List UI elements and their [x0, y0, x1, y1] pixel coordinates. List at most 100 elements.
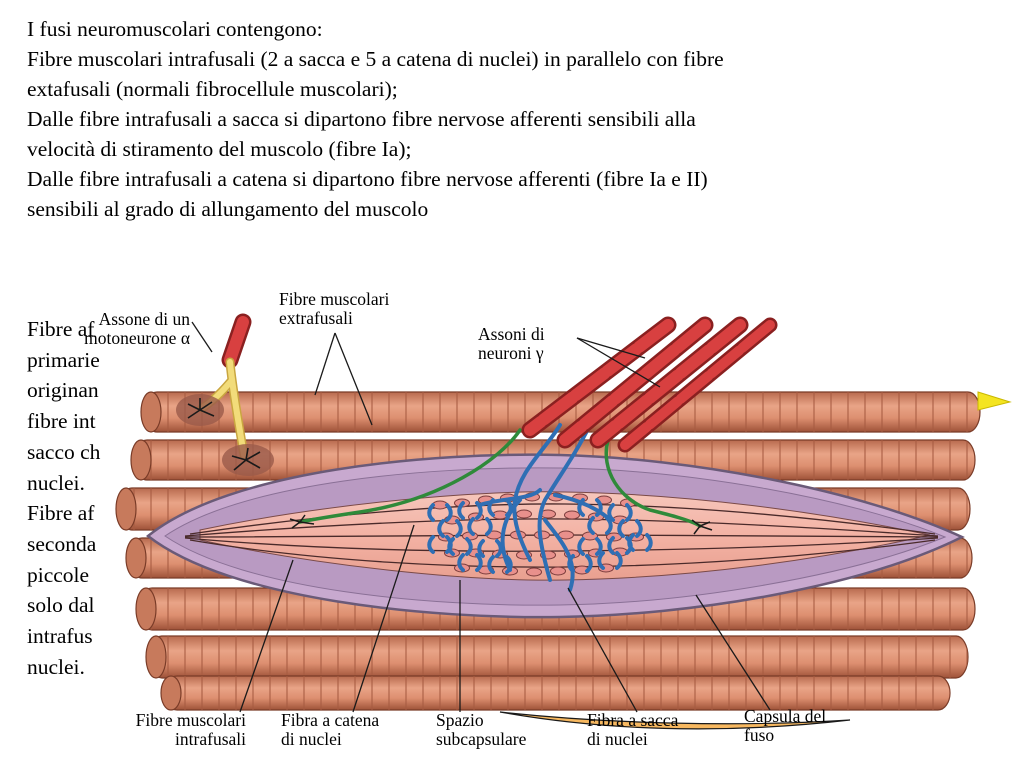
side-line-6: nuclei.	[27, 470, 85, 495]
spray-ending-right	[691, 519, 713, 535]
label-capsule-line-1: Capsula del	[744, 706, 827, 726]
coil-ending-8-b	[605, 516, 613, 535]
coil-ending-14-b	[475, 553, 483, 572]
spray-endings	[289, 514, 713, 535]
side-line-10: solo dal	[27, 593, 95, 618]
label-capsule-line-2: fuso	[744, 725, 775, 745]
side-line-8: seconda	[27, 531, 97, 556]
side-line-3: originan	[27, 378, 99, 403]
intro-line-6: Dalle fibre intrafusali a catena si dipa…	[27, 167, 708, 191]
coil-ending-15	[487, 555, 495, 574]
gamma-axon-1-fill	[524, 319, 674, 436]
label-chain-fiber-line-2: di nuclei	[281, 729, 342, 749]
muscle-fiber-end	[160, 675, 182, 711]
leader-capsule	[695, 594, 771, 711]
coil-ending-8	[587, 516, 595, 535]
label-bag-fiber-line-1: Fibra a sacca	[587, 710, 679, 730]
coil-ending-10-b	[465, 537, 473, 556]
intro-line-5: velocità di stiramento del muscolo (fibr…	[27, 137, 412, 161]
coil-ending-18-b	[445, 535, 453, 554]
label-gamma-axons-line-2: neuroni γ	[478, 343, 544, 363]
label-chain-fiber-line-1: Fibra a catena	[281, 710, 380, 730]
label-extrafusal: Fibre muscolari extrafusali	[279, 290, 389, 328]
coil-ending-17-b	[615, 551, 623, 570]
gamma-axon-2-fill	[559, 319, 711, 446]
label-capsule: Capsula del fuso	[744, 707, 826, 745]
coil-ending-5-b	[625, 503, 633, 522]
coil-ending-19	[627, 533, 635, 552]
coil-ending-16	[567, 554, 575, 573]
endplate-terminal-1	[187, 398, 215, 419]
alpha-motor-axon	[176, 313, 274, 476]
leader-gamma-2	[576, 337, 661, 388]
alpha-axon-sheath-fill	[224, 316, 249, 366]
side-line-12: nuclei.	[27, 654, 85, 679]
gamma-axon-3-fill	[592, 319, 746, 446]
label-intrafusal-line-1: Fibre muscolari	[135, 710, 246, 730]
muscle-fiber-row-7	[160, 675, 951, 711]
intro-line-2: Fibre muscolari intrafusali (2 a sacca e…	[27, 47, 724, 71]
coil-ending-14	[457, 553, 465, 572]
muscle-fiber-row-6	[145, 635, 969, 679]
muscle-fiber-end	[115, 487, 137, 531]
side-line-2: primarie	[27, 347, 100, 372]
nucleus-13	[516, 509, 532, 519]
muscle-fiber-striations	[150, 636, 968, 678]
label-subcapsular-line-2: subcapsulare	[436, 729, 527, 749]
intro-line-7: sensibili al grado di allungamento del m…	[27, 197, 429, 221]
muscle-fiber-end	[145, 635, 167, 679]
coil-ending-6	[437, 519, 445, 538]
label-alpha-axon-line-1: Assone di un	[98, 309, 190, 329]
intrafusal-fiber-line-2	[184, 518, 939, 537]
label-gamma-axons: Assoni di neuroni γ	[478, 325, 545, 363]
afferent-fiber-blue-3	[478, 488, 542, 507]
leader-extrafusal-2	[334, 332, 373, 426]
intrafusal-fiber-line-5	[189, 539, 936, 568]
coil-ending-11-b	[495, 539, 503, 558]
coil-ending-3	[487, 498, 495, 517]
muscle-fiber-end	[130, 439, 152, 481]
coil-ending-7-b	[485, 517, 493, 536]
coil-ending-1-b	[445, 503, 453, 522]
coil-ending-3-b	[505, 498, 513, 517]
label-bag-fiber-line-2: di nuclei	[587, 729, 648, 749]
label-bag-fiber: Fibra a sacca di nuclei	[587, 711, 678, 749]
coil-ending-9	[617, 519, 625, 538]
afferent-fiber-green-left	[298, 428, 522, 524]
leader-alpha	[191, 321, 213, 353]
tendon	[499, 711, 851, 730]
coil-ending-6-b	[455, 519, 463, 538]
afferent-fiber-blue-4	[500, 498, 522, 572]
coil-ending-18	[427, 535, 435, 554]
side-text: Fibre af primarie originan fibre int sac…	[27, 314, 100, 682]
side-line-9: piccole	[27, 562, 90, 587]
coil-ending-13	[607, 536, 615, 555]
label-chain-fiber: Fibra a catena di nuclei	[281, 711, 379, 749]
intro-text: I fusi neuromuscolari contengono: Fibre …	[27, 14, 1002, 224]
nucleus-38	[526, 567, 542, 577]
muscle-fiber-end	[135, 587, 157, 631]
leader-extrafusal-1	[314, 332, 336, 396]
side-line-7: Fibre af	[27, 501, 95, 526]
muscle-fiber-striations	[165, 676, 950, 710]
leader-chain-fiber	[352, 524, 415, 713]
gamma-axons	[521, 316, 778, 453]
afferent-fiber-blue-2	[537, 423, 592, 582]
muscle-fiber-end	[125, 537, 147, 579]
coil-ending-7	[467, 517, 475, 536]
intro-line-3: extafusali (normali fibrocellule muscola…	[27, 77, 398, 101]
label-intrafusal: Fibre muscolari intrafusali	[60, 711, 246, 749]
coil-ending-9-b	[635, 519, 643, 538]
coil-ending-12-b	[595, 537, 603, 556]
side-line-11: intrafus	[27, 624, 93, 649]
coil-ending-5	[607, 503, 615, 522]
label-extrafusal-line-1: Fibre muscolari	[279, 289, 390, 309]
pointer-arrow-icon	[977, 391, 1012, 411]
nucleus-39	[550, 566, 566, 576]
coil-ending-17	[597, 551, 605, 570]
label-extrafusal-line-2: extrafusali	[279, 308, 353, 328]
afferent-fiber-green-right	[604, 438, 702, 528]
leader-intrafusal	[239, 559, 294, 713]
muscle-fiber-end	[140, 391, 162, 433]
